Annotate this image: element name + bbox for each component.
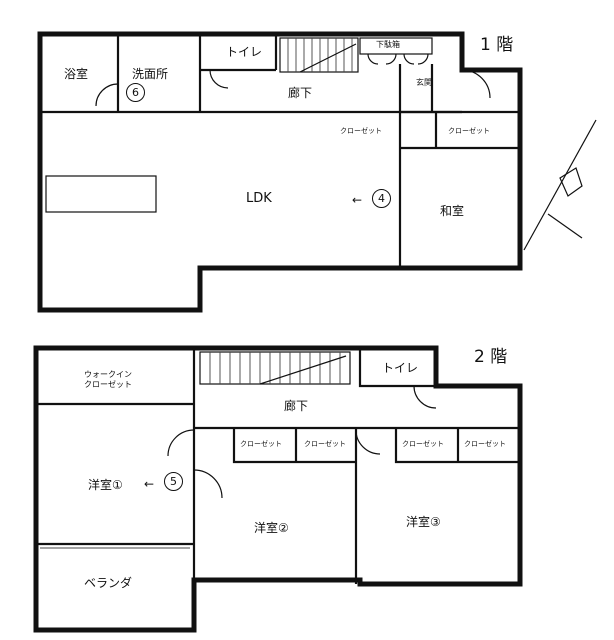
closet-walls: [398, 110, 520, 150]
stairs-icon: [199, 351, 351, 385]
camera-direction-arrow-icon: ←: [144, 477, 155, 491]
western3-door-swing-icon: [355, 429, 381, 455]
kitchen-counter: [45, 175, 157, 213]
room-label-closet-b: クローゼット: [304, 440, 346, 448]
floor1-plan: [37, 31, 523, 313]
room-label-western1: 洋室①: [88, 478, 123, 492]
walkin-closet-line1: ウォークイン: [84, 370, 132, 379]
floor2-outer-wall: [33, 345, 523, 633]
stairs-icon: [279, 37, 359, 73]
room-label-western2: 洋室②: [254, 521, 289, 535]
camera-direction-arrow-icon: ←: [352, 193, 363, 207]
floor2-label: 2 階: [474, 347, 508, 367]
photo-marker-5: 5: [164, 472, 183, 491]
entrance-door-swing-icon: [461, 69, 491, 99]
room-label-closet-a: クローゼット: [240, 440, 282, 448]
western2-door-swing-icon: [193, 469, 223, 499]
western1-door-swing-icon: [167, 429, 195, 457]
floor2-room-dividers: [36, 426, 520, 584]
bath-walls: [40, 34, 202, 114]
room-label-veranda: ベランダ: [84, 576, 133, 590]
room-label-closet-d: クローゼット: [464, 440, 506, 448]
north-arrow-icon: [523, 119, 597, 251]
room-label-hallway-2f: 廊下: [284, 399, 309, 413]
door-swing-icon: [367, 53, 429, 65]
toilet-walls: [200, 34, 278, 72]
room-label-closet-washitsu: クローゼット: [448, 127, 490, 135]
walkin-closet-walls: [36, 348, 196, 580]
room-label-closet-hall: クローゼット: [340, 127, 382, 135]
floor2-plan: [33, 345, 523, 633]
toilet2-door-swing-icon: [413, 385, 437, 409]
room-label-hallway-1f: 廊下: [288, 86, 313, 100]
room-label-toilet-1f: トイレ: [226, 45, 263, 59]
photo-marker-6: 6: [126, 83, 145, 102]
room-label-toilet-2f: トイレ: [382, 361, 419, 375]
room-label-closet-c: クローゼット: [402, 440, 444, 448]
toilet2-walls: [358, 348, 436, 388]
floor1-outer-wall: [37, 31, 523, 313]
room-label-washitsu: 和室: [440, 204, 465, 218]
washroom-door-swing-icon: [95, 83, 119, 107]
room-label-walkin-closet: ウォークイン クローゼット: [84, 370, 132, 390]
room-label-washroom: 洗面所: [132, 67, 169, 81]
room-label-western3: 洋室③: [406, 515, 441, 529]
room-label-bath: 浴室: [64, 67, 89, 81]
floor2-closets: [232, 428, 520, 464]
walkin-closet-line2: クローゼット: [84, 380, 132, 389]
entrance-walls: [398, 64, 462, 114]
toilet-door-swing-icon: [209, 69, 229, 89]
room-label-entrance: 玄関: [416, 78, 432, 87]
room-label-ldk: LDK: [246, 191, 272, 206]
photo-marker-4: 4: [372, 189, 391, 208]
floor1-label: 1 階: [480, 35, 514, 55]
room-label-shoe-storage: 下駄箱: [376, 40, 400, 49]
